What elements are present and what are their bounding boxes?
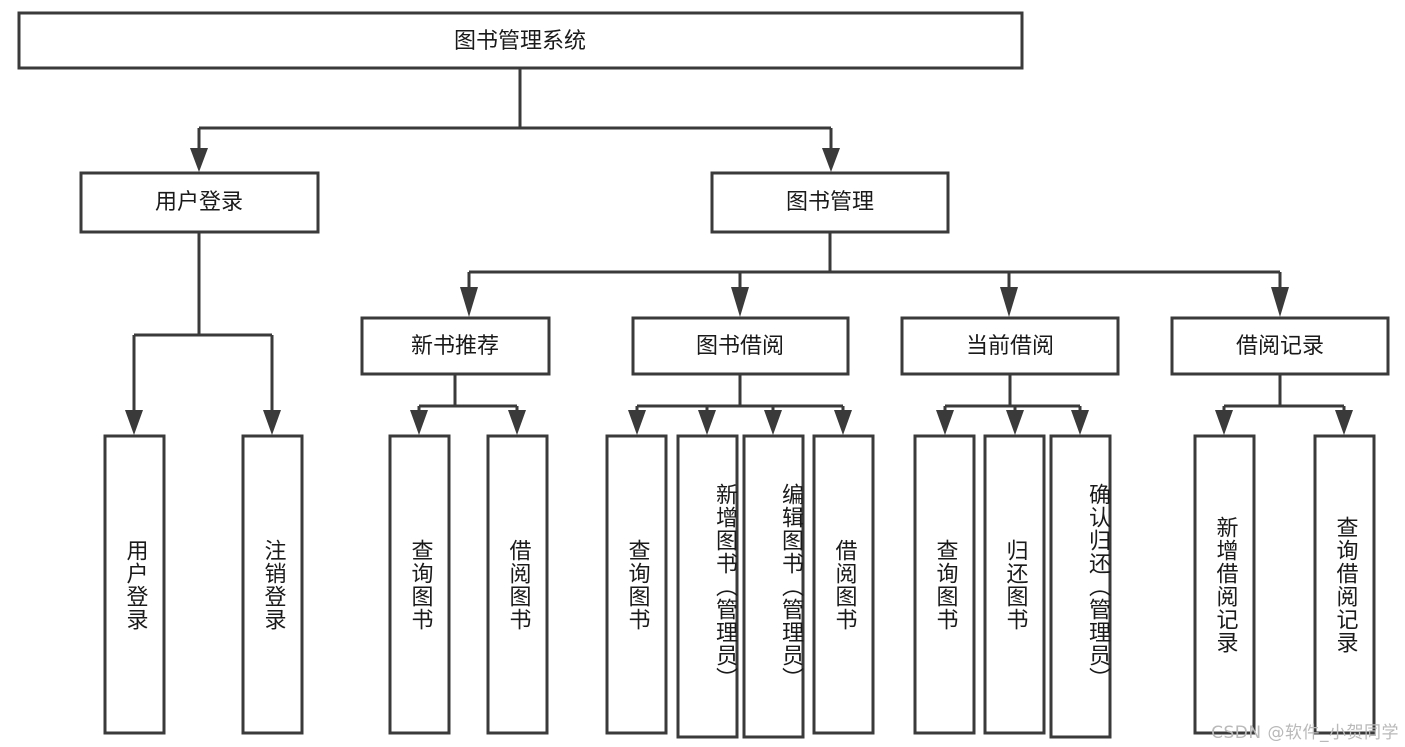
arrowhead-to-book-management	[822, 148, 840, 172]
arrowhead-current-borrow-leaf-0	[936, 410, 954, 435]
arrowhead-book-borrow-leaf-3	[834, 410, 852, 435]
node-book-borrow-label: 图书借阅	[696, 334, 784, 359]
node-current-borrow-label: 当前借阅	[966, 334, 1054, 359]
node-book-management-label: 图书管理	[786, 190, 874, 215]
leaf-current-borrow-2[interactable]	[1049, 434, 1112, 739]
arrowhead-new-book-leaf-1	[508, 410, 526, 435]
node-root-label: 图书管理系统	[454, 29, 586, 54]
arrowhead-new-book-recommend	[460, 287, 478, 317]
node-user-login-label: 用户登录	[155, 190, 243, 215]
leaf-new-book-1[interactable]	[486, 434, 549, 735]
arrowhead-current-borrow-leaf-1	[1006, 410, 1024, 435]
arrowhead-borrow-record	[1271, 287, 1289, 317]
leaf-book-borrow-2[interactable]	[742, 434, 805, 739]
arrowhead-current-borrow	[1000, 287, 1018, 317]
arrowhead-book-borrow	[731, 287, 749, 317]
leaf-book-borrow-3[interactable]	[812, 434, 875, 735]
arrowhead-current-borrow-leaf-2	[1071, 410, 1089, 435]
leaf-book-borrow-0[interactable]	[605, 434, 668, 735]
arrowhead-book-borrow-leaf-1	[698, 410, 716, 435]
arrowhead-borrow-record-leaf-0	[1215, 410, 1233, 435]
arrowhead-book-borrow-leaf-2	[764, 410, 782, 435]
node-current-borrow[interactable]	[900, 316, 1120, 376]
node-root-book-management-system[interactable]	[17, 11, 1024, 70]
leaf-book-borrow-1[interactable]	[676, 434, 739, 739]
leaf-new-book-0[interactable]	[388, 434, 451, 735]
node-book-borrow[interactable]	[631, 316, 850, 376]
leaf-borrow-record-1[interactable]	[1313, 434, 1376, 735]
arrowhead-book-borrow-leaf-0	[628, 410, 646, 435]
leaf-current-borrow-1[interactable]	[983, 434, 1046, 735]
leaf-user-login-1[interactable]	[241, 434, 304, 735]
arrowhead-to-user-login	[190, 148, 208, 172]
leaf-borrow-record-0[interactable]	[1193, 434, 1256, 735]
node-book-management[interactable]	[710, 171, 950, 234]
node-new-book-recommend[interactable]	[360, 316, 551, 376]
node-borrow-record[interactable]	[1170, 316, 1390, 376]
node-borrow-record-label: 借阅记录	[1236, 334, 1324, 359]
arrowhead-user-login-leaf-1	[263, 410, 281, 435]
node-new-book-recommend-label: 新书推荐	[411, 334, 499, 359]
arrowhead-user-login-leaf-0	[125, 410, 143, 435]
arrowhead-borrow-record-leaf-1	[1335, 410, 1353, 435]
leaf-current-borrow-0[interactable]	[913, 434, 976, 735]
csdn-watermark: CSDN @软件_小贺同学	[1211, 723, 1399, 743]
arrowhead-new-book-leaf-0	[410, 410, 428, 435]
leaf-user-login-0[interactable]	[103, 434, 166, 735]
